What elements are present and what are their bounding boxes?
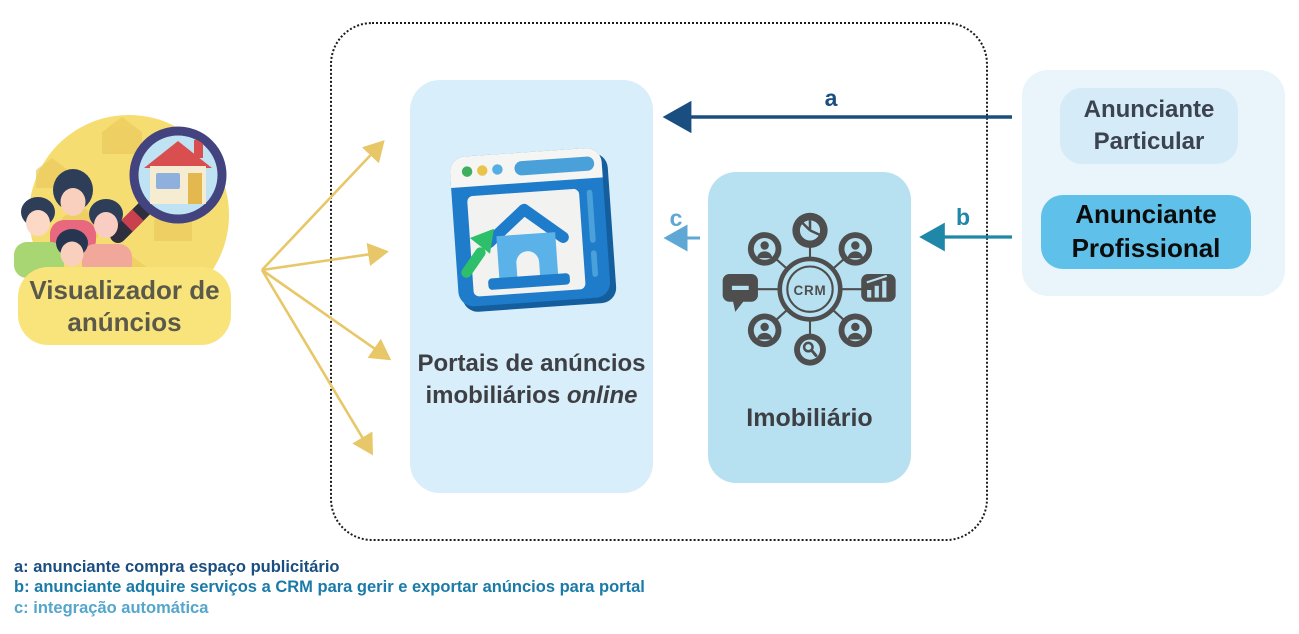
crm-network-icon-wrap: CRM	[721, 206, 899, 374]
advertisers-panel: Anunciante Particular Anunciante Profiss…	[1022, 70, 1285, 296]
legend-line-a: a: anunciante compra espaço publicitário	[14, 558, 340, 576]
speech-bubble-glyph	[722, 274, 758, 312]
agency-label: Imobiliário	[746, 404, 873, 432]
advertiser-professional-box: Anunciante Profissional	[1041, 195, 1251, 269]
portal-label-online: online	[566, 381, 638, 409]
magnifier-handle-band	[121, 209, 144, 232]
legend: a: anunciante compra espaço publicitário…	[14, 557, 645, 618]
advertiser-private-label: Anunciante Particular	[1083, 95, 1215, 155]
portal-label: Portais de anúncios imobiliários online	[412, 348, 652, 411]
cursor-arrow-icon	[460, 228, 494, 278]
crm-network-icon: CRM	[722, 212, 896, 366]
legend-line-b: b: anunciante adquire serviços a CRM par…	[14, 578, 645, 597]
advertiser-professional-label: Anunciante Profissional	[1071, 199, 1221, 263]
bar-chart-glyph	[860, 274, 896, 302]
arrow-a-label: a	[824, 85, 838, 111]
legend-line-c: c: integração automática	[14, 598, 209, 617]
arrow-b-label: b	[955, 204, 971, 230]
viewer-label-text: Visualizador de anúncios	[29, 274, 220, 338]
agency-box: CRM Imobiliário	[708, 172, 911, 483]
magnifier-lens	[129, 126, 227, 224]
portal-label-main: Portais de anúncios imobiliários	[417, 350, 646, 409]
advertiser-private-box: Anunciante Particular	[1060, 88, 1238, 164]
browser-house-icon-wrap	[437, 130, 627, 326]
viewer-label: Visualizador de anúncios	[18, 267, 231, 345]
user-satellites	[747, 232, 872, 348]
crm-center-label: CRM	[793, 283, 826, 298]
portal-box: Portais de anúncios imobiliários online	[410, 80, 653, 493]
browser-house-icon	[449, 148, 616, 312]
arrow-c-label: c	[669, 205, 683, 231]
